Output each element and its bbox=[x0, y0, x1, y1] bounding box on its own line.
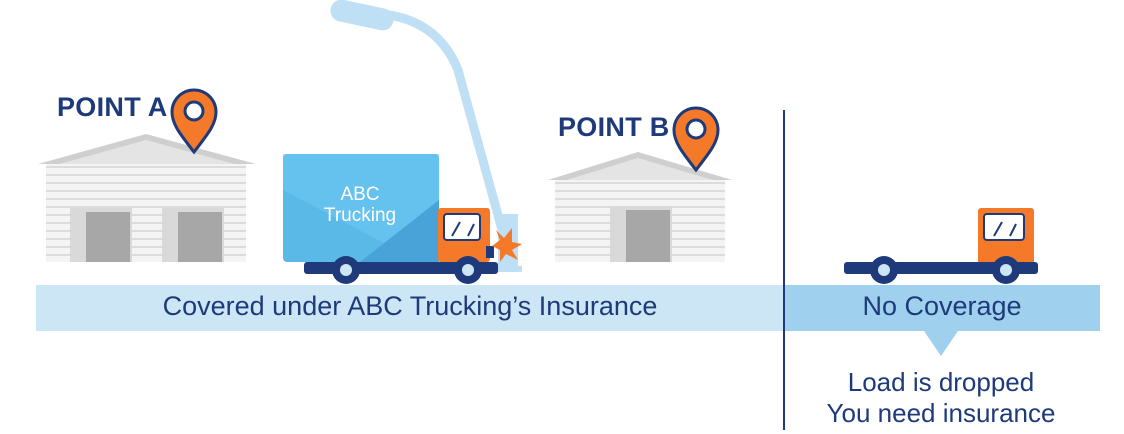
no-coverage-text: No Coverage bbox=[862, 291, 1022, 321]
unloaded-truck bbox=[844, 208, 1038, 284]
covered-text: Covered under ABC Trucking’s Insurance bbox=[162, 291, 658, 321]
truck-label-line1: ABC bbox=[340, 184, 380, 205]
map-pin-icon bbox=[170, 88, 218, 155]
warehouse-a bbox=[38, 134, 256, 262]
loaded-truck bbox=[283, 154, 498, 284]
covered-bar bbox=[36, 285, 784, 331]
load-dropped-note: Load is dropped You need insurance bbox=[790, 367, 1092, 429]
impact-burst-icon bbox=[492, 228, 522, 262]
note-line1: Load is dropped bbox=[847, 367, 1035, 397]
no-coverage-bar bbox=[784, 285, 1100, 331]
point-b-label: POINT B bbox=[558, 112, 670, 142]
truck-company-label: ABC Trucking bbox=[300, 184, 420, 226]
truck-label-line2: Trucking bbox=[323, 205, 397, 226]
warehouse-b bbox=[548, 152, 732, 262]
note-line2: You need insurance bbox=[826, 398, 1056, 428]
map-pin-icon bbox=[672, 106, 720, 173]
no-coverage-pointer bbox=[924, 331, 958, 356]
point-a-label: POINT A bbox=[57, 92, 168, 122]
